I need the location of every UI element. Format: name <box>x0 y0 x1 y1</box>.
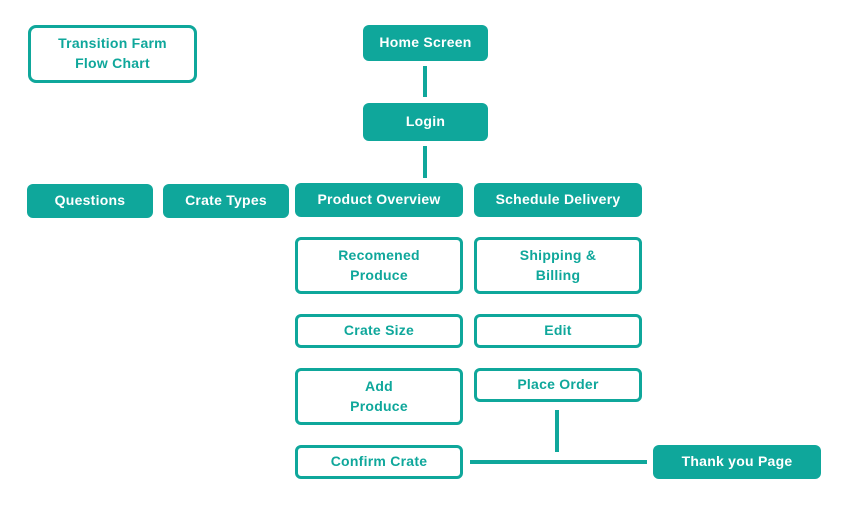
node-confirm-crate: Confirm Crate <box>295 445 463 479</box>
node-schedule-delivery: Schedule Delivery <box>474 183 642 217</box>
node-place-order: Place Order <box>474 368 642 402</box>
node-edit: Edit <box>474 314 642 348</box>
node-thank-you-page: Thank you Page <box>653 445 821 479</box>
node-shipping-billing: Shipping & Billing <box>474 237 642 294</box>
node-questions: Questions <box>27 184 153 218</box>
flow-chart-title: Transition Farm Flow Chart <box>28 25 197 83</box>
node-product-overview: Product Overview <box>295 183 463 217</box>
node-add-produce: Add Produce <box>295 368 463 425</box>
node-crate-size: Crate Size <box>295 314 463 348</box>
node-crate-types: Crate Types <box>163 184 289 218</box>
connector-confirm-crate-to-thank-you <box>470 460 647 464</box>
node-recomened-produce: Recomened Produce <box>295 237 463 294</box>
connector-home-to-login <box>423 66 427 97</box>
connector-login-to-product-overview <box>423 146 427 178</box>
node-login: Login <box>363 103 488 141</box>
node-home-screen: Home Screen <box>363 25 488 61</box>
connector-place-order-down <box>555 410 559 452</box>
